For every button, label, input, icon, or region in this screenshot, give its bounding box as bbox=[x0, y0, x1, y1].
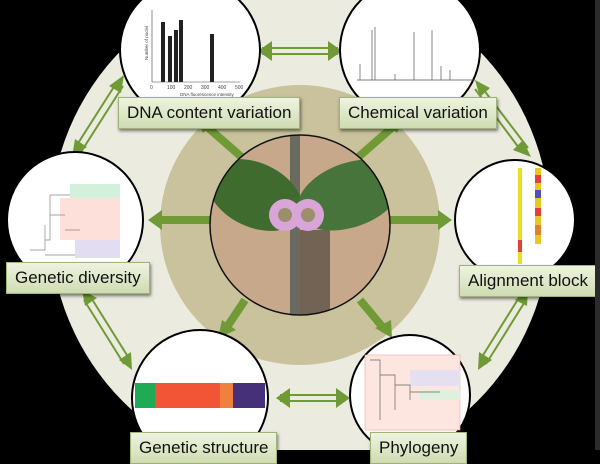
arrow-to-chem bbox=[352, 121, 398, 164]
node-dna: Number of nuclei DNA fluorescence intens… bbox=[119, 0, 261, 121]
node-phylo bbox=[349, 334, 471, 450]
histogram-peak bbox=[210, 34, 214, 82]
window-edge bbox=[595, 0, 600, 450]
chromatogram bbox=[357, 27, 475, 81]
cycle-arrows bbox=[74, 47, 529, 402]
double-arrow bbox=[479, 84, 529, 149]
histogram-peak bbox=[179, 20, 183, 82]
histogram-peak bbox=[161, 22, 165, 82]
label-chemical-variation: Chemical variation bbox=[339, 97, 497, 129]
histogram-tick: 200 bbox=[184, 85, 193, 91]
label-alignment-block: Alignment block bbox=[459, 265, 598, 297]
histogram-tick: 500 bbox=[235, 85, 244, 91]
histogram-tick: 0 bbox=[150, 85, 153, 91]
histogram-tick: 400 bbox=[218, 85, 227, 91]
label-genetic-diversity: Genetic diversity bbox=[6, 262, 150, 294]
arrowhead-icon bbox=[148, 210, 162, 230]
histogram-bars bbox=[161, 20, 214, 82]
arrow-to-phylo bbox=[356, 297, 389, 333]
double-arrow bbox=[89, 295, 131, 361]
arrowhead-icon bbox=[375, 320, 392, 338]
histogram-tick: 100 bbox=[167, 85, 176, 91]
histogram-ticks: 0 100 200 300 400 500 bbox=[150, 85, 244, 91]
arrow-to-dna bbox=[202, 121, 248, 164]
histogram-xlabel: DNA fluorescence intensity bbox=[180, 92, 235, 97]
label-dna-content-variation: DNA content variation bbox=[118, 97, 301, 129]
histogram-tick: 300 bbox=[201, 85, 210, 91]
double-arrow bbox=[74, 81, 118, 149]
node-struct bbox=[131, 329, 269, 450]
node-align bbox=[454, 159, 576, 281]
diagram: Number of nuclei DNA fluorescence intens… bbox=[6, 0, 576, 450]
double-arrow bbox=[479, 295, 521, 361]
histogram-ylabel: Number of nuclei bbox=[144, 26, 149, 60]
center-photo bbox=[210, 135, 390, 315]
arrowhead-icon bbox=[438, 210, 452, 230]
label-phylogeny: Phylogeny bbox=[370, 432, 468, 464]
histogram-peak bbox=[168, 36, 172, 82]
histogram-peak bbox=[174, 30, 178, 82]
node-div bbox=[6, 151, 144, 289]
label-genetic-structure: Genetic structure bbox=[130, 432, 278, 464]
